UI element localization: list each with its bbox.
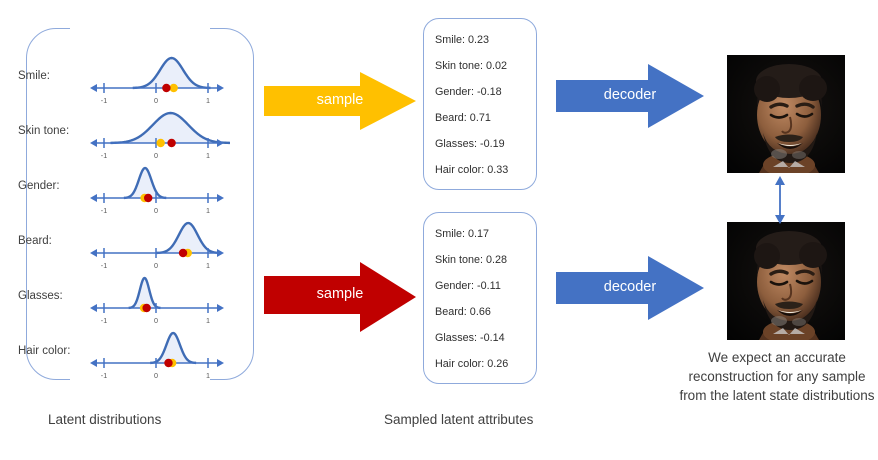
- axis-tick-label: -1: [101, 96, 107, 105]
- latent-attribute-item: Glasses: -0.19: [435, 137, 505, 150]
- axis-tick-label: 0: [154, 206, 158, 215]
- axis-tick-label: -1: [101, 371, 107, 380]
- axis-tick-label: 1: [206, 96, 210, 105]
- decoder-arrow-bottom-shape: [556, 256, 704, 320]
- latent-attribute-item: Hair color: 0.26: [435, 357, 509, 370]
- latent-attribute-item: Beard: 0.71: [435, 111, 491, 124]
- sample-arrow-bottom[interactable]: sample: [264, 262, 416, 332]
- latent-row-haircolor: Hair color: -1 0 1: [0, 325, 254, 381]
- red-sample-dot: [167, 138, 176, 148]
- axis-tick-label: 1: [206, 316, 210, 325]
- axis-tick-label: 1: [206, 151, 210, 160]
- latent-row-label: Gender:: [18, 180, 60, 192]
- axis-tick-label: -1: [101, 206, 107, 215]
- decoder-arrow-top-label: decoder: [603, 87, 657, 103]
- axis-tick-label: 0: [154, 96, 158, 105]
- axis-tick-label: 0: [154, 261, 158, 270]
- latent-distributions-caption: Latent distributions: [48, 412, 162, 427]
- latent-attribute-item: Smile: 0.17: [435, 227, 490, 240]
- decoder-arrow-top-shape: [556, 64, 704, 128]
- axis-tick-label: 0: [154, 151, 158, 160]
- latent-row-label: Beard:: [18, 235, 52, 247]
- reconstructed-face-bottom: [727, 222, 845, 340]
- latent-row-smile: Smile: -1 0 1: [0, 50, 254, 106]
- latent-distribution-plot: -1 0 1: [84, 270, 230, 326]
- decoder-arrow-top[interactable]: decoder: [556, 64, 704, 128]
- reconstruction-match-arrow: [772, 176, 788, 224]
- bracket-gap-bottom: [70, 374, 210, 386]
- latent-attribute-item: Glasses: -0.14: [435, 331, 505, 344]
- reconstruction-note: We expect an accurate reconstruction for…: [679, 350, 875, 403]
- decoder-arrow-bottom-label: decoder: [603, 279, 657, 295]
- latent-row-label: Smile:: [18, 70, 50, 82]
- sample-arrow-top-label: sample: [316, 92, 364, 108]
- red-sample-dot: [164, 358, 173, 368]
- yellow-sample-dot: [169, 83, 178, 93]
- latent-row-glasses: Glasses: -1 0 1: [0, 270, 254, 326]
- axis-tick-label: 1: [206, 371, 210, 380]
- latent-distribution-plot: -1 0 1: [84, 215, 230, 271]
- latent-attribute-item: Beard: 0.66: [435, 305, 491, 318]
- latent-row-beard: Beard: -1 0 1: [0, 215, 254, 271]
- sample-arrow-bottom-shape: [264, 262, 416, 332]
- axis-tick-label: -1: [101, 261, 107, 270]
- latent-row-label: Glasses:: [18, 290, 63, 302]
- axis-tick-label: 0: [154, 371, 158, 380]
- latent-row-skintone: Skin tone: -1 0 1: [0, 105, 254, 161]
- yellow-sample-dot: [156, 138, 165, 148]
- latent-attribute-item: Hair color: 0.33: [435, 163, 509, 176]
- bracket-gap-top: [70, 20, 210, 32]
- axis-tick-label: -1: [101, 151, 107, 160]
- decoder-arrow-bottom[interactable]: decoder: [556, 256, 704, 320]
- axis-tick-label: 1: [206, 261, 210, 270]
- latent-distribution-plot: -1 0 1: [84, 105, 230, 161]
- latent-distribution-plot: -1 0 1: [84, 50, 230, 106]
- red-sample-dot: [142, 303, 151, 313]
- sample-arrow-top[interactable]: sample: [264, 72, 416, 130]
- reconstructed-face-top: [727, 55, 845, 173]
- sample-arrow-top-shape: [264, 72, 416, 130]
- sampled-attributes-caption: Sampled latent attributes: [384, 412, 534, 427]
- red-sample-dot: [162, 83, 171, 93]
- axis-tick-label: 0: [154, 316, 158, 325]
- latent-attribute-item: Gender: -0.11: [435, 279, 501, 292]
- latent-row-label: Skin tone:: [18, 125, 70, 137]
- latent-distribution-plot: -1 0 1: [84, 325, 230, 381]
- latent-attribute-item: Smile: 0.23: [435, 33, 490, 46]
- latent-row-label: Hair color:: [18, 345, 71, 357]
- axis-tick-label: 1: [206, 206, 210, 215]
- axis-tick-label: -1: [101, 316, 107, 325]
- red-sample-dot: [178, 248, 188, 258]
- red-sample-dot: [144, 193, 153, 203]
- latent-row-gender: Gender: -1 0 1: [0, 160, 254, 216]
- latent-attribute-item: Gender: -0.18: [435, 85, 502, 98]
- sample-arrow-bottom-label: sample: [316, 286, 364, 302]
- latent-distribution-plot: -1 0 1: [84, 160, 230, 216]
- latent-attribute-item: Skin tone: 0.28: [435, 253, 508, 266]
- latent-attribute-item: Skin tone: 0.02: [435, 59, 508, 72]
